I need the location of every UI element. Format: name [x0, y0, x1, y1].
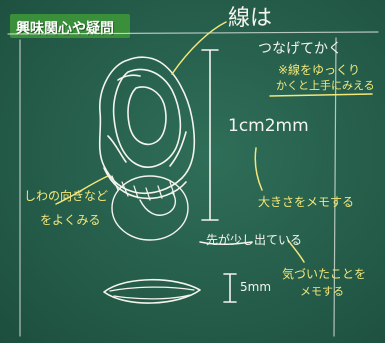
leader-tip: [199, 241, 253, 246]
leader-title: [171, 21, 227, 75]
callout-circle: [111, 175, 189, 241]
seed-wrinkle-2: [169, 131, 187, 167]
note-tip-line2: かくと上手にみえる: [276, 79, 375, 92]
frame-line-right: [333, 37, 337, 337]
note-title-line1: 線は: [228, 6, 273, 31]
size-main: 1cm2mm: [228, 116, 309, 136]
leader-memo: [254, 147, 263, 191]
note-title-line2: つなげてかく: [258, 41, 342, 57]
seed-inner-1: [112, 68, 182, 168]
small-seed-line-1: [109, 286, 195, 292]
note-wrinkle-line1: しわの向きなど: [24, 189, 109, 203]
note-memo-size: 大きさをメモする: [258, 195, 355, 209]
small-seed-line-2: [113, 294, 191, 300]
frame-line-top: [7, 31, 379, 35]
seed-base: [103, 167, 187, 200]
measure-line-main: [201, 49, 219, 221]
note-wrinkle-line2: をよくみる: [40, 213, 101, 227]
note-noticed-line1: 気づいたことを: [282, 267, 367, 281]
tip-detail: [139, 191, 177, 216]
seed-wrinkle-1: [107, 135, 127, 163]
small-seed-outline: [103, 278, 201, 304]
seed-outline: [98, 56, 196, 194]
note-noticed-line2: メモする: [300, 285, 344, 298]
seed-wrinkle-3: [117, 74, 141, 81]
measure-line-small: [223, 273, 237, 303]
leader-noticed: [287, 239, 305, 263]
leader-tip-underline: [269, 93, 373, 97]
note-tip-pokes: 先が少し出ている: [206, 233, 303, 247]
seed-base-hatch: [111, 175, 175, 201]
size-small: 5mm: [240, 280, 272, 294]
seed-inner-2: [127, 86, 167, 146]
note-tip-line1: ※線をゆっくり: [278, 63, 361, 77]
leader-wrinkle: [55, 175, 109, 205]
